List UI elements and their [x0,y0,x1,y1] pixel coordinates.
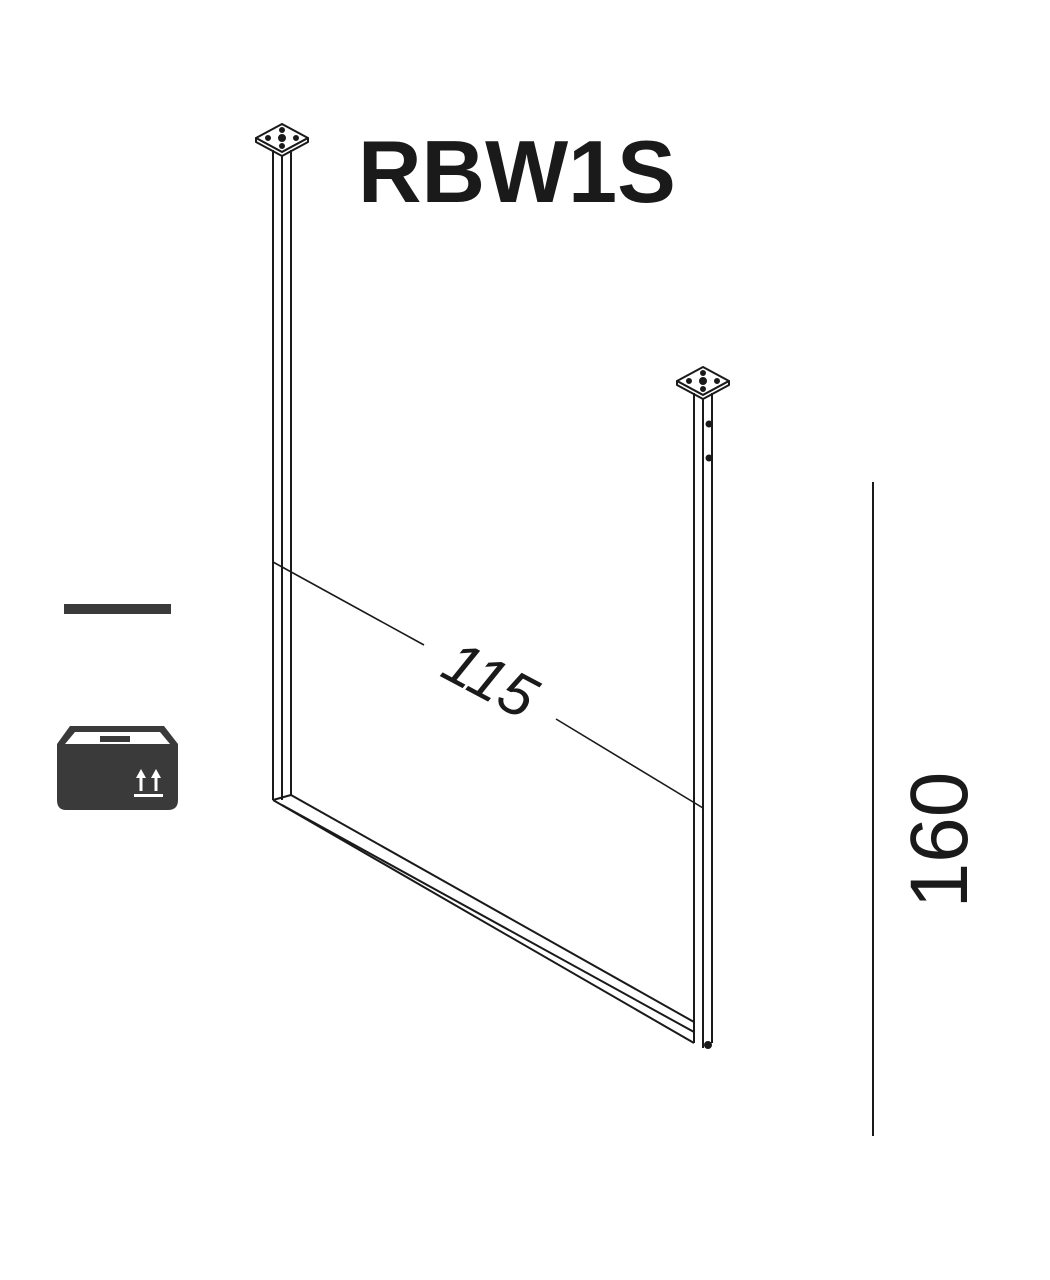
width-dimension-line [272,561,704,809]
package-box-icon [57,726,178,810]
right-mounting-plate [676,366,730,400]
this-side-up-arrows-icon [134,769,163,797]
left-post [272,150,292,800]
line-indicator-icon [64,604,171,614]
bottom-bar [272,794,695,1044]
left-mounting-plate [255,123,309,157]
product-code-title: RBW1S [358,122,676,221]
height-dimension-label: 160 [894,771,985,909]
right-post [693,393,713,1049]
